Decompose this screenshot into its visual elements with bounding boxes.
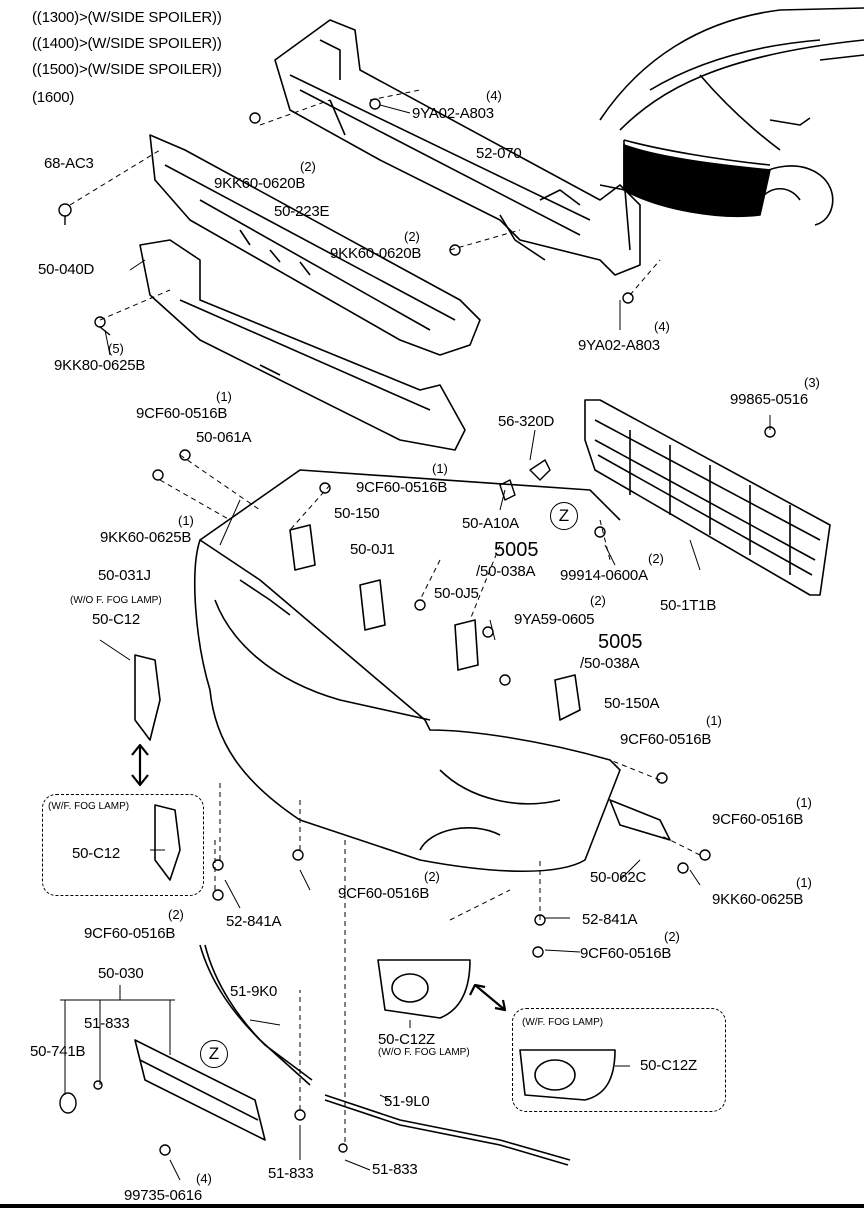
part-label-51-833: 51-833 — [84, 1015, 130, 1032]
part-label-9kk60-0625b: 9KK60-0625B — [712, 891, 804, 908]
fog-lamp-variant-box — [512, 1008, 726, 1112]
part-label-50-031j: 50-031J — [98, 567, 151, 584]
header-line-1: ((1300)>(W/SIDE SPOILER)) — [32, 9, 222, 26]
part-label-50-223e: 50-223E — [274, 203, 330, 220]
part-label-50-062c: 50-062C — [590, 869, 647, 886]
part-label-9kk60-0620b: 9KK60-0620B — [214, 175, 306, 192]
part-label-5005: 5005 — [494, 539, 539, 561]
part-label-50-c12z: 50-C12Z — [640, 1057, 697, 1074]
bumper-reinforcement — [274, 19, 641, 276]
part-label-51-833: 51-833 — [372, 1161, 418, 1178]
part-label-9ya02-a803: 9YA02-A803 — [412, 105, 494, 122]
part-label-9cf60-0516b: 9CF60-0516B — [580, 945, 672, 962]
part-label-9kk60-0625b: 9KK60-0625B — [100, 529, 192, 546]
part-label-9kk60-0620b: 9KK60-0620B — [330, 245, 422, 262]
bumper-fascia — [194, 469, 621, 873]
part-qty: (2) — [404, 229, 420, 244]
part-label-52-070: 52-070 — [476, 145, 522, 162]
part-label-99735-0616: 99735-0616 — [124, 1187, 203, 1204]
fog-lamp-note: (W/F. FOG LAMP) — [48, 801, 130, 812]
part-qty: (2) — [590, 593, 606, 608]
part-label-50-a10a: 50-A10A — [462, 515, 519, 532]
part-label-99914-0600a: 99914-0600A — [560, 567, 648, 584]
grille — [584, 399, 831, 596]
part-label-5005: 5005 — [598, 631, 643, 653]
part-qty: (1) — [432, 461, 448, 476]
part-qty: (1) — [796, 875, 812, 890]
part-label-51-9k0: 51-9K0 — [230, 983, 278, 1000]
part-label-50-c12z: 50-C12Z — [378, 1031, 435, 1048]
part-label-50-741b: 50-741B — [30, 1043, 86, 1060]
part-label-9cf60-0516b: 9CF60-0516B — [712, 811, 804, 828]
part-label-9cf60-0516b: 9CF60-0516B — [136, 405, 228, 422]
part-qty: (1) — [178, 513, 194, 528]
part-label-51-833: 51-833 — [268, 1165, 314, 1182]
part-label-52-841a: 52-841A — [582, 911, 638, 928]
part-qty: (4) — [486, 88, 502, 103]
part-label-9cf60-0516b: 9CF60-0516B — [620, 731, 712, 748]
bottom-rule — [0, 1204, 864, 1208]
part-label-99865-0516: 99865-0516 — [730, 391, 809, 408]
part-label-50-c12: 50-C12 — [92, 611, 140, 628]
part-label-50-038a: /50-038A — [476, 563, 536, 580]
part-label-52-841a: 52-841A — [226, 913, 282, 930]
part-label-50-0j5: 50-0J5 — [434, 585, 479, 602]
part-label-68-ac3: 68-AC3 — [44, 155, 94, 172]
part-qty: (2) — [648, 551, 664, 566]
part-qty: (1) — [706, 713, 722, 728]
callout-z: Z — [550, 502, 578, 530]
part-qty: (3) — [804, 375, 820, 390]
part-label-50-030: 50-030 — [98, 965, 144, 982]
part-qty: (5) — [108, 341, 124, 356]
fog-lamp-variant-box — [42, 794, 204, 896]
fog-lamp-note: (W/O F. FOG LAMP) — [378, 1047, 470, 1058]
part-label-50-150: 50-150 — [334, 505, 380, 522]
part-qty: (2) — [424, 869, 440, 884]
header-line-4: (1600) — [32, 89, 75, 106]
part-label-50-150a: 50-150A — [604, 695, 660, 712]
callout-z: Z — [200, 1040, 228, 1068]
header-line-3: ((1500)>(W/SIDE SPOILER)) — [32, 61, 222, 78]
part-qty: (1) — [216, 389, 232, 404]
part-label-50-1t1b: 50-1T1B — [660, 597, 717, 614]
part-qty: (2) — [300, 159, 316, 174]
part-label-56-320d: 56-320D — [498, 413, 555, 430]
part-label-50-c12: 50-C12 — [72, 845, 120, 862]
license-plate-bracket — [134, 1039, 266, 1141]
part-qty: (4) — [654, 319, 670, 334]
part-label-9ya02-a803: 9YA02-A803 — [578, 337, 660, 354]
part-label-50-038a: /50-038A — [580, 655, 640, 672]
side-bracket-right — [554, 674, 581, 721]
part-label-9cf60-0516b: 9CF60-0516B — [338, 885, 430, 902]
fog-lamp-note: (W/F. FOG LAMP) — [522, 1017, 604, 1028]
fog-lamp-note: (W/O F. FOG LAMP) — [70, 595, 162, 606]
part-label-9ya59-0605: 9YA59-0605 — [514, 611, 595, 628]
part-label-9kk80-0625b: 9KK80-0625B — [54, 357, 146, 374]
fog-lamp-bezel — [377, 959, 471, 1019]
part-qty: (2) — [168, 907, 184, 922]
part-label-9cf60-0516b: 9CF60-0516B — [356, 479, 448, 496]
part-label-50-0j1: 50-0J1 — [350, 541, 395, 558]
side-bracket-left — [134, 654, 161, 741]
header-line-2: ((1400)>(W/SIDE SPOILER)) — [32, 35, 222, 52]
part-label-51-9l0: 51-9L0 — [384, 1093, 430, 1110]
part-qty: (1) — [796, 795, 812, 810]
part-label-9cf60-0516b: 9CF60-0516B — [84, 925, 176, 942]
part-label-50-040d: 50-040D — [38, 261, 95, 278]
energy-absorber — [149, 134, 481, 356]
lower-absorber — [139, 239, 466, 451]
part-qty: (2) — [664, 929, 680, 944]
part-label-50-061a: 50-061A — [196, 429, 252, 446]
part-qty: (4) — [196, 1171, 212, 1186]
